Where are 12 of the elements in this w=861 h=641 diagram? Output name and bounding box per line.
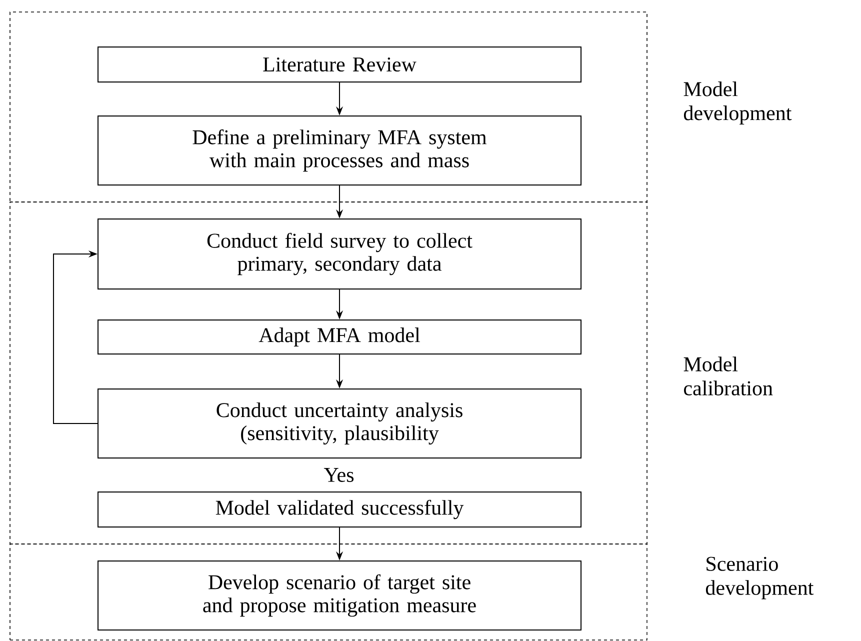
process-box: Adapt MFA model [98, 320, 582, 354]
phase-label: Model development [684, 81, 792, 125]
arrow [53, 250, 98, 424]
process-box: Literature Review [98, 46, 582, 82]
process-box: Develop scenario of target site and propose mitigation measure [98, 560, 582, 630]
decision-label: Yes [324, 468, 354, 482]
process-box: Define a preliminary MFA system with main processes and mass [98, 116, 582, 186]
phase-label: Scenario development [706, 556, 814, 600]
process-box: Conduct field survey to collect primary, secondary data [98, 218, 582, 290]
process-box: Model validated successfully [98, 492, 582, 528]
phase-label: Model calibration [684, 356, 773, 396]
process-box: Conduct uncertainty analysis (sensitivity, plausibility [98, 388, 582, 458]
